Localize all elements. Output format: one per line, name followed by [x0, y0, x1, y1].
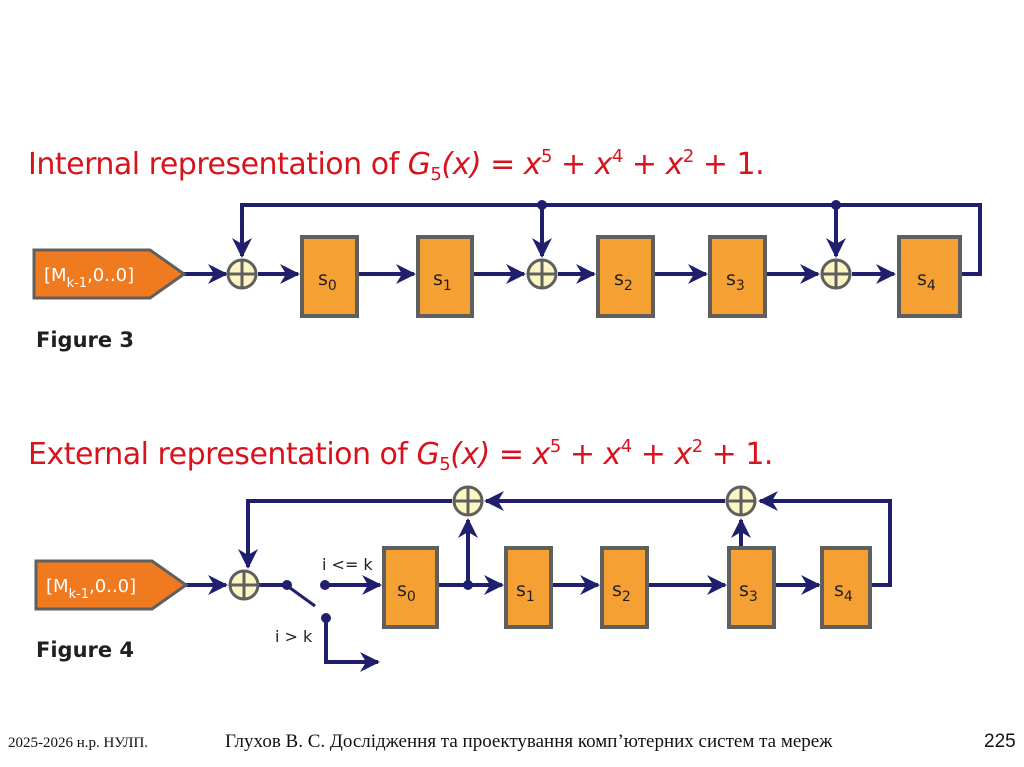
register-name: s: [834, 579, 844, 601]
footer-year: 2025-2026 н.р. НУЛП.: [8, 735, 149, 751]
xor-icon: [226, 258, 258, 290]
switch-lower-label: i > k: [275, 627, 313, 646]
figure3-exp2: 4: [611, 146, 623, 167]
register-name: s: [433, 268, 443, 290]
register-index: 1: [443, 278, 452, 294]
svg-text:[Mk-1,0..0]: [Mk-1,0..0]: [46, 576, 136, 602]
figure4-title: External representation of G5(x) = x5 + …: [28, 436, 773, 475]
register-index: 2: [624, 278, 633, 294]
switch-upper-label: i <= k: [322, 555, 373, 574]
feedback-wire: [238, 499, 452, 569]
figure4-input: [Mk-1,0..0]: [34, 559, 189, 611]
register-name: s: [516, 579, 526, 601]
register-s1: s1: [504, 546, 553, 629]
figure3-poly-name: G: [407, 147, 431, 182]
figure4-exp3: 2: [691, 436, 703, 457]
figure3-diagram: [184, 203, 982, 284]
xor-icon: [228, 569, 260, 601]
figure4-tail: + 1.: [702, 437, 774, 472]
figure3-exp3: 2: [682, 146, 694, 167]
register-name: s: [614, 268, 624, 290]
xor-icon: [526, 258, 558, 290]
figure3-exp1: 5: [541, 146, 552, 167]
register-name: s: [397, 579, 407, 601]
figure3-title: Internal representation of G5(x) = x5 + …: [28, 146, 765, 185]
register-index: 0: [407, 589, 416, 605]
output-wire: [324, 618, 380, 672]
tap-junction: [463, 580, 473, 590]
figure3-tail: + 1.: [693, 147, 765, 182]
figure4-term2: + x: [560, 437, 621, 472]
figure3-poly-sub: 5: [430, 164, 442, 185]
input-rest: ,0..0]: [89, 576, 136, 597]
register-s3: s3: [708, 235, 767, 318]
figure3-title-prefix: Internal representation of: [28, 147, 408, 182]
input-sub: k-1: [67, 276, 88, 291]
footer-title: Глухов В. С. Дослідження та проектування…: [225, 731, 833, 752]
register-s0: s0: [382, 546, 439, 629]
figure4-poly-arg: (x) = x: [450, 437, 550, 472]
register-index: 3: [736, 278, 745, 294]
input-main: [M: [46, 576, 69, 597]
register-index: 0: [328, 278, 337, 294]
figure3-term2: + x: [551, 147, 612, 182]
xor-icon: [452, 485, 484, 517]
svg-text:s1: s1: [433, 268, 452, 294]
feedback-wire: [758, 491, 892, 587]
svg-text:s0: s0: [318, 268, 337, 294]
register-index: 3: [749, 589, 758, 605]
svg-text:s3: s3: [739, 579, 758, 605]
svg-text:s4: s4: [917, 268, 936, 294]
tap-junction: [537, 200, 547, 210]
figure4-term3: + x: [631, 437, 692, 472]
xor-icon: [820, 258, 852, 290]
svg-text:[Mk-1,0..0]: [Mk-1,0..0]: [44, 265, 134, 291]
figure3-label: Figure 3: [36, 328, 135, 352]
figure4-diagram: [184, 491, 892, 672]
svg-text:s4: s4: [834, 579, 853, 605]
input-rest: ,0..0]: [87, 265, 134, 286]
figure4-label: Figure 4: [36, 638, 135, 662]
figure4-poly-sub: 5: [439, 454, 451, 475]
register-name: s: [612, 579, 622, 601]
figure3-poly-arg: (x) = x: [441, 147, 541, 182]
svg-text:s1: s1: [516, 579, 535, 605]
switch-pivot: [282, 580, 292, 590]
figure3-term3: + x: [622, 147, 683, 182]
register-index: 1: [526, 589, 535, 605]
figure4-exp1: 5: [549, 436, 561, 457]
register-s0: s0: [300, 235, 359, 318]
xor-icon: [725, 485, 757, 517]
svg-text:s3: s3: [726, 268, 745, 294]
figure4-exp2: 4: [620, 436, 632, 457]
figure3-input: [Mk-1,0..0]: [32, 248, 187, 300]
figure4-poly-name: G: [416, 437, 440, 472]
register-s1: s1: [416, 235, 474, 318]
register-name: s: [739, 579, 749, 601]
switch-contact-upper: [320, 580, 330, 590]
register-s4: s4: [820, 546, 872, 629]
switch-arm: [285, 583, 316, 608]
tap-junction: [831, 200, 841, 210]
svg-text:s2: s2: [614, 268, 633, 294]
register-name: s: [726, 268, 736, 290]
input-main: [M: [44, 265, 67, 286]
feedback-wire: [232, 203, 982, 276]
input-sub: k-1: [69, 587, 90, 602]
page-number: 225: [984, 731, 1016, 752]
register-index: 2: [622, 589, 631, 605]
register-s2: s2: [600, 546, 649, 629]
switch-contact-lower: [321, 613, 331, 623]
svg-text:s0: s0: [397, 579, 416, 605]
register-name: s: [318, 268, 328, 290]
register-index: 4: [927, 278, 936, 294]
register-s4: s4: [897, 235, 962, 318]
figure4-title-prefix: External representation of: [28, 437, 417, 472]
register-s3: s3: [727, 546, 776, 629]
register-name: s: [917, 268, 927, 290]
svg-text:s2: s2: [612, 579, 631, 605]
register-s2: s2: [596, 235, 655, 318]
register-index: 4: [844, 589, 853, 605]
